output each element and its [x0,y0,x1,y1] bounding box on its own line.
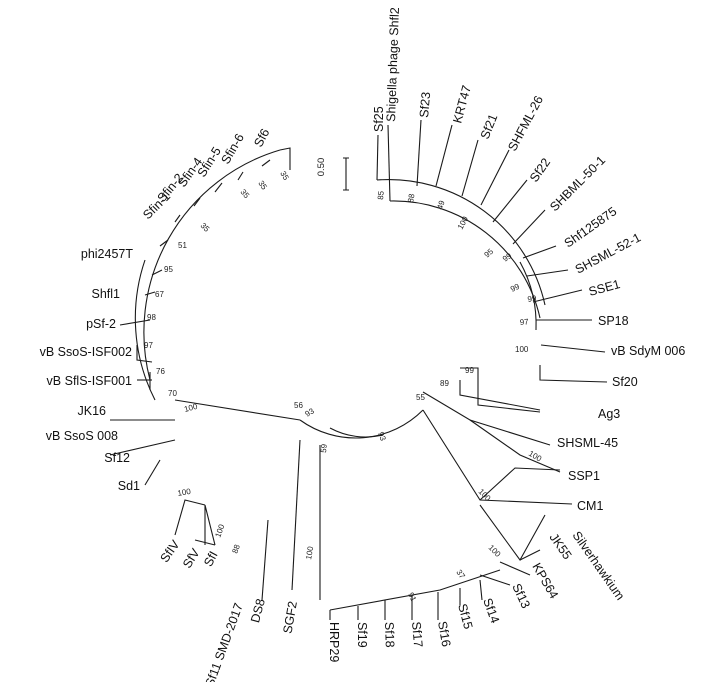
bootstrap-value: 35 [238,188,251,201]
bootstrap-value: 35 [278,170,291,183]
taxon-label: vB SsoS 008 [46,429,118,443]
taxon-label: Silverhawkium [570,529,628,603]
bootstrap-value: 59 [319,443,329,453]
taxon-label: Sf16 [435,620,453,648]
bootstrap-value: 99 [509,282,521,294]
bootstrap-value: 100 [527,449,544,464]
taxon-label: KPS64 [529,561,561,602]
bootstrap-value: 99 [465,366,474,375]
bootstrap-values: 85 88 49 100 95 99 99 99 97 100 99 89 55… [144,170,544,604]
taxon-label: JK16 [78,404,107,418]
bootstrap-value: 95 [483,247,496,260]
taxon-label: Sf15 [455,602,475,631]
bootstrap-value: 88 [230,543,242,555]
taxon-label: vB SdyM 006 [611,344,685,358]
taxon-label: vB SflS-ISF001 [47,374,132,388]
taxon-label: Sf12 [104,451,130,465]
bootstrap-value: 51 [178,241,187,250]
taxon-label: Sf14 [480,596,502,625]
taxon-label: SSP1 [568,469,600,483]
bootstrap-value: 100 [304,545,315,560]
taxon-label: Sf17 [409,621,425,648]
bootstrap-value: 100 [515,345,529,354]
bootstrap-value: 100 [183,402,199,414]
bootstrap-value: 89 [440,379,449,388]
taxon-label: Sf23 [417,91,433,118]
taxon-label: Sf18 [382,622,397,648]
taxon-label: vB SsoS-ISF002 [40,345,132,359]
scale-bar-label: 0.50 [316,158,327,177]
bootstrap-value: 35 [199,221,212,234]
bootstrap-value: 49 [435,199,446,211]
taxon-label: Sf21 [478,112,501,141]
taxon-label: Sf22 [527,156,553,185]
scale-bar-line [343,157,349,191]
bootstrap-value: 93 [376,431,388,443]
taxon-label: Sf20 [612,375,638,389]
bootstrap-value: 37 [454,568,467,581]
bootstrap-value: 76 [156,367,165,376]
tree-branches [109,119,608,620]
taxon-label: Shfl1 [92,287,121,301]
taxon-labels: Sf25 Shigella phage Shfl2 Sf23 KRT47 Sf2… [40,7,686,682]
bootstrap-value: 97 [144,341,153,350]
taxon-label: Shigella phage Shfl2 [384,7,402,122]
taxon-label: SfI [201,549,221,569]
taxon-label: Sf25 [372,106,386,132]
bootstrap-value: 91 [406,591,418,603]
bootstrap-value: 100 [456,214,470,230]
scale-bar: 0.50 [316,157,349,191]
bootstrap-value: 56 [294,401,303,410]
bootstrap-value: 55 [416,393,425,402]
taxon-label: SHBML-50-1 [547,153,608,214]
taxon-label: Sf19 [355,622,369,648]
bootstrap-value: 99 [501,251,514,264]
bootstrap-value: 95 [164,265,173,274]
taxon-label: SP18 [598,314,629,328]
bootstrap-value: 100 [487,543,503,559]
taxon-label: Sfin-6 [218,131,246,166]
taxon-label: HRP29 [327,622,341,662]
taxon-label: Sf11 SMD-2017 [203,601,246,682]
bootstrap-value: 70 [168,389,177,398]
taxon-label: SfV [180,546,203,571]
bootstrap-value: 93 [304,406,317,419]
taxon-label: Sf6 [251,126,272,149]
taxon-label: CM1 [577,499,603,513]
taxon-label: Sd1 [118,479,140,493]
taxon-label: SSE1 [587,277,622,299]
bootstrap-value: 97 [519,317,529,327]
bootstrap-value: 100 [177,487,192,498]
bootstrap-value: 35 [256,179,269,192]
bootstrap-value: 99 [527,293,538,304]
taxon-label: phi2457T [81,247,133,261]
bootstrap-value: 98 [147,313,156,322]
taxon-label: pSf-2 [86,317,116,331]
taxon-label: SfIV [157,537,182,565]
taxon-label: KRT47 [450,84,474,125]
taxon-label: SHFML-26 [505,93,546,153]
taxon-label: SHSML-45 [557,436,618,450]
taxon-label: Ag3 [598,407,620,421]
taxon-label: DS8 [248,597,268,624]
taxon-label: SGF2 [280,600,299,635]
bootstrap-value: 67 [155,290,164,299]
bootstrap-value: 88 [406,192,417,203]
bootstrap-value: 100 [213,523,226,539]
bootstrap-value: 85 [376,190,386,200]
taxon-label: Sf13 [509,581,533,610]
